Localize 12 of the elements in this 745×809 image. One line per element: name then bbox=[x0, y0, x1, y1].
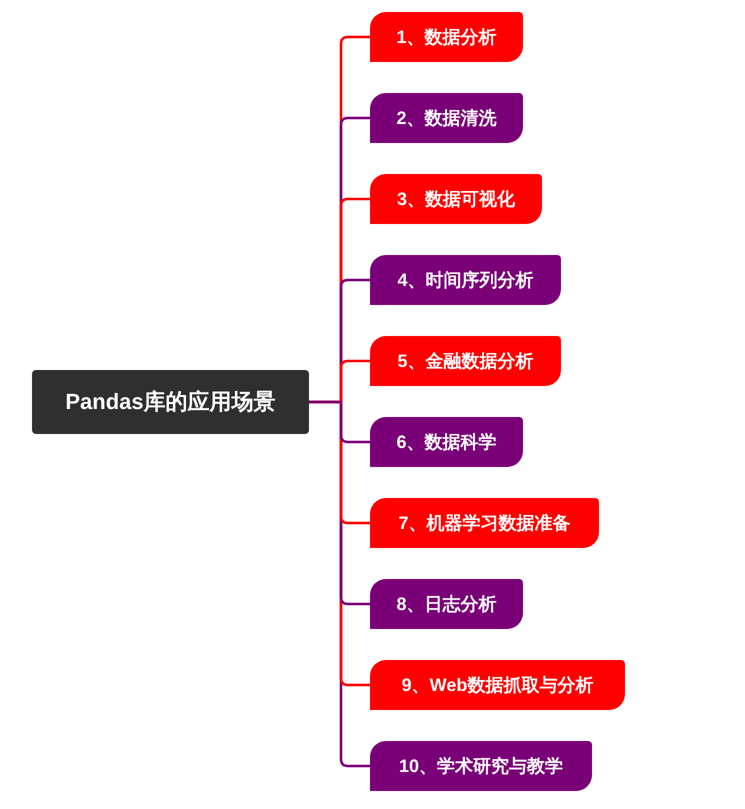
branch-topic-box: 7、机器学习数据准备 bbox=[370, 498, 599, 548]
branch-topic-box: 1、数据分析 bbox=[370, 12, 523, 62]
central-topic-box: Pandas库的应用场景 bbox=[32, 370, 309, 434]
branch-topic-box: 6、数据科学 bbox=[370, 417, 523, 467]
branch-topic-box: 2、数据清洗 bbox=[370, 93, 523, 143]
branch-topic-box: 4、时间序列分析 bbox=[370, 255, 561, 305]
branch-topic-box: 3、数据可视化 bbox=[370, 174, 542, 224]
branch-topic-box: 8、日志分析 bbox=[370, 579, 523, 629]
branch-topic-box: 5、金融数据分析 bbox=[370, 336, 561, 386]
branch-topic-box: 10、学术研究与教学 bbox=[370, 741, 592, 791]
branch-line bbox=[309, 400, 370, 444]
branch-topic-box: 9、Web数据抓取与分析 bbox=[370, 660, 625, 710]
